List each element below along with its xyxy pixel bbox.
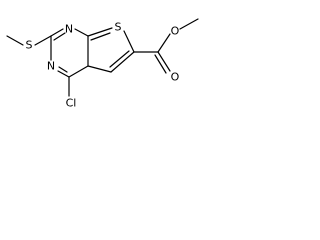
- bond-c2-n1-double: [53, 32, 66, 41]
- atom-label-o-ether: O: [171, 25, 180, 38]
- bond-c6-c5-double: [109, 50, 130, 68]
- bond-c5-c4a: [87, 65, 112, 73]
- molecule-structure: S N N S Cl O O: [6, 18, 199, 110]
- bond-oether-methyl: [179, 18, 199, 30]
- bond-c-oether: [157, 33, 171, 53]
- atom-label-s-methylthio: S: [26, 39, 33, 52]
- atom-label-n1: N: [65, 23, 73, 36]
- bond-c2-n1: [50, 28, 64, 37]
- atom-label-o-carbonyl: O: [171, 71, 180, 84]
- bonds: [6, 18, 199, 97]
- bond-s-c2: [34, 35, 52, 46]
- bond-c7a-s: [87, 27, 113, 37]
- bond-c7a-s-double: [90, 32, 111, 41]
- atom-label-n3: N: [47, 60, 55, 73]
- atom-labels: S N N S Cl O O: [26, 21, 180, 110]
- bond-s-c6: [123, 30, 135, 53]
- bond-c4a-c4: [68, 65, 89, 78]
- bond-c4-n3-double: [58, 66, 68, 73]
- bond-c4-n3: [57, 70, 70, 78]
- bond-methyl-s: [6, 35, 24, 46]
- atom-label-s-thiophene: S: [115, 21, 122, 34]
- bond-carbonyl-o-double: [154, 54, 167, 74]
- bond-carbonyl-o: [157, 51, 171, 72]
- bond-c6-c5: [110, 51, 135, 73]
- bond-n1-c7a: [74, 28, 89, 37]
- atom-label-cl: Cl: [66, 97, 77, 110]
